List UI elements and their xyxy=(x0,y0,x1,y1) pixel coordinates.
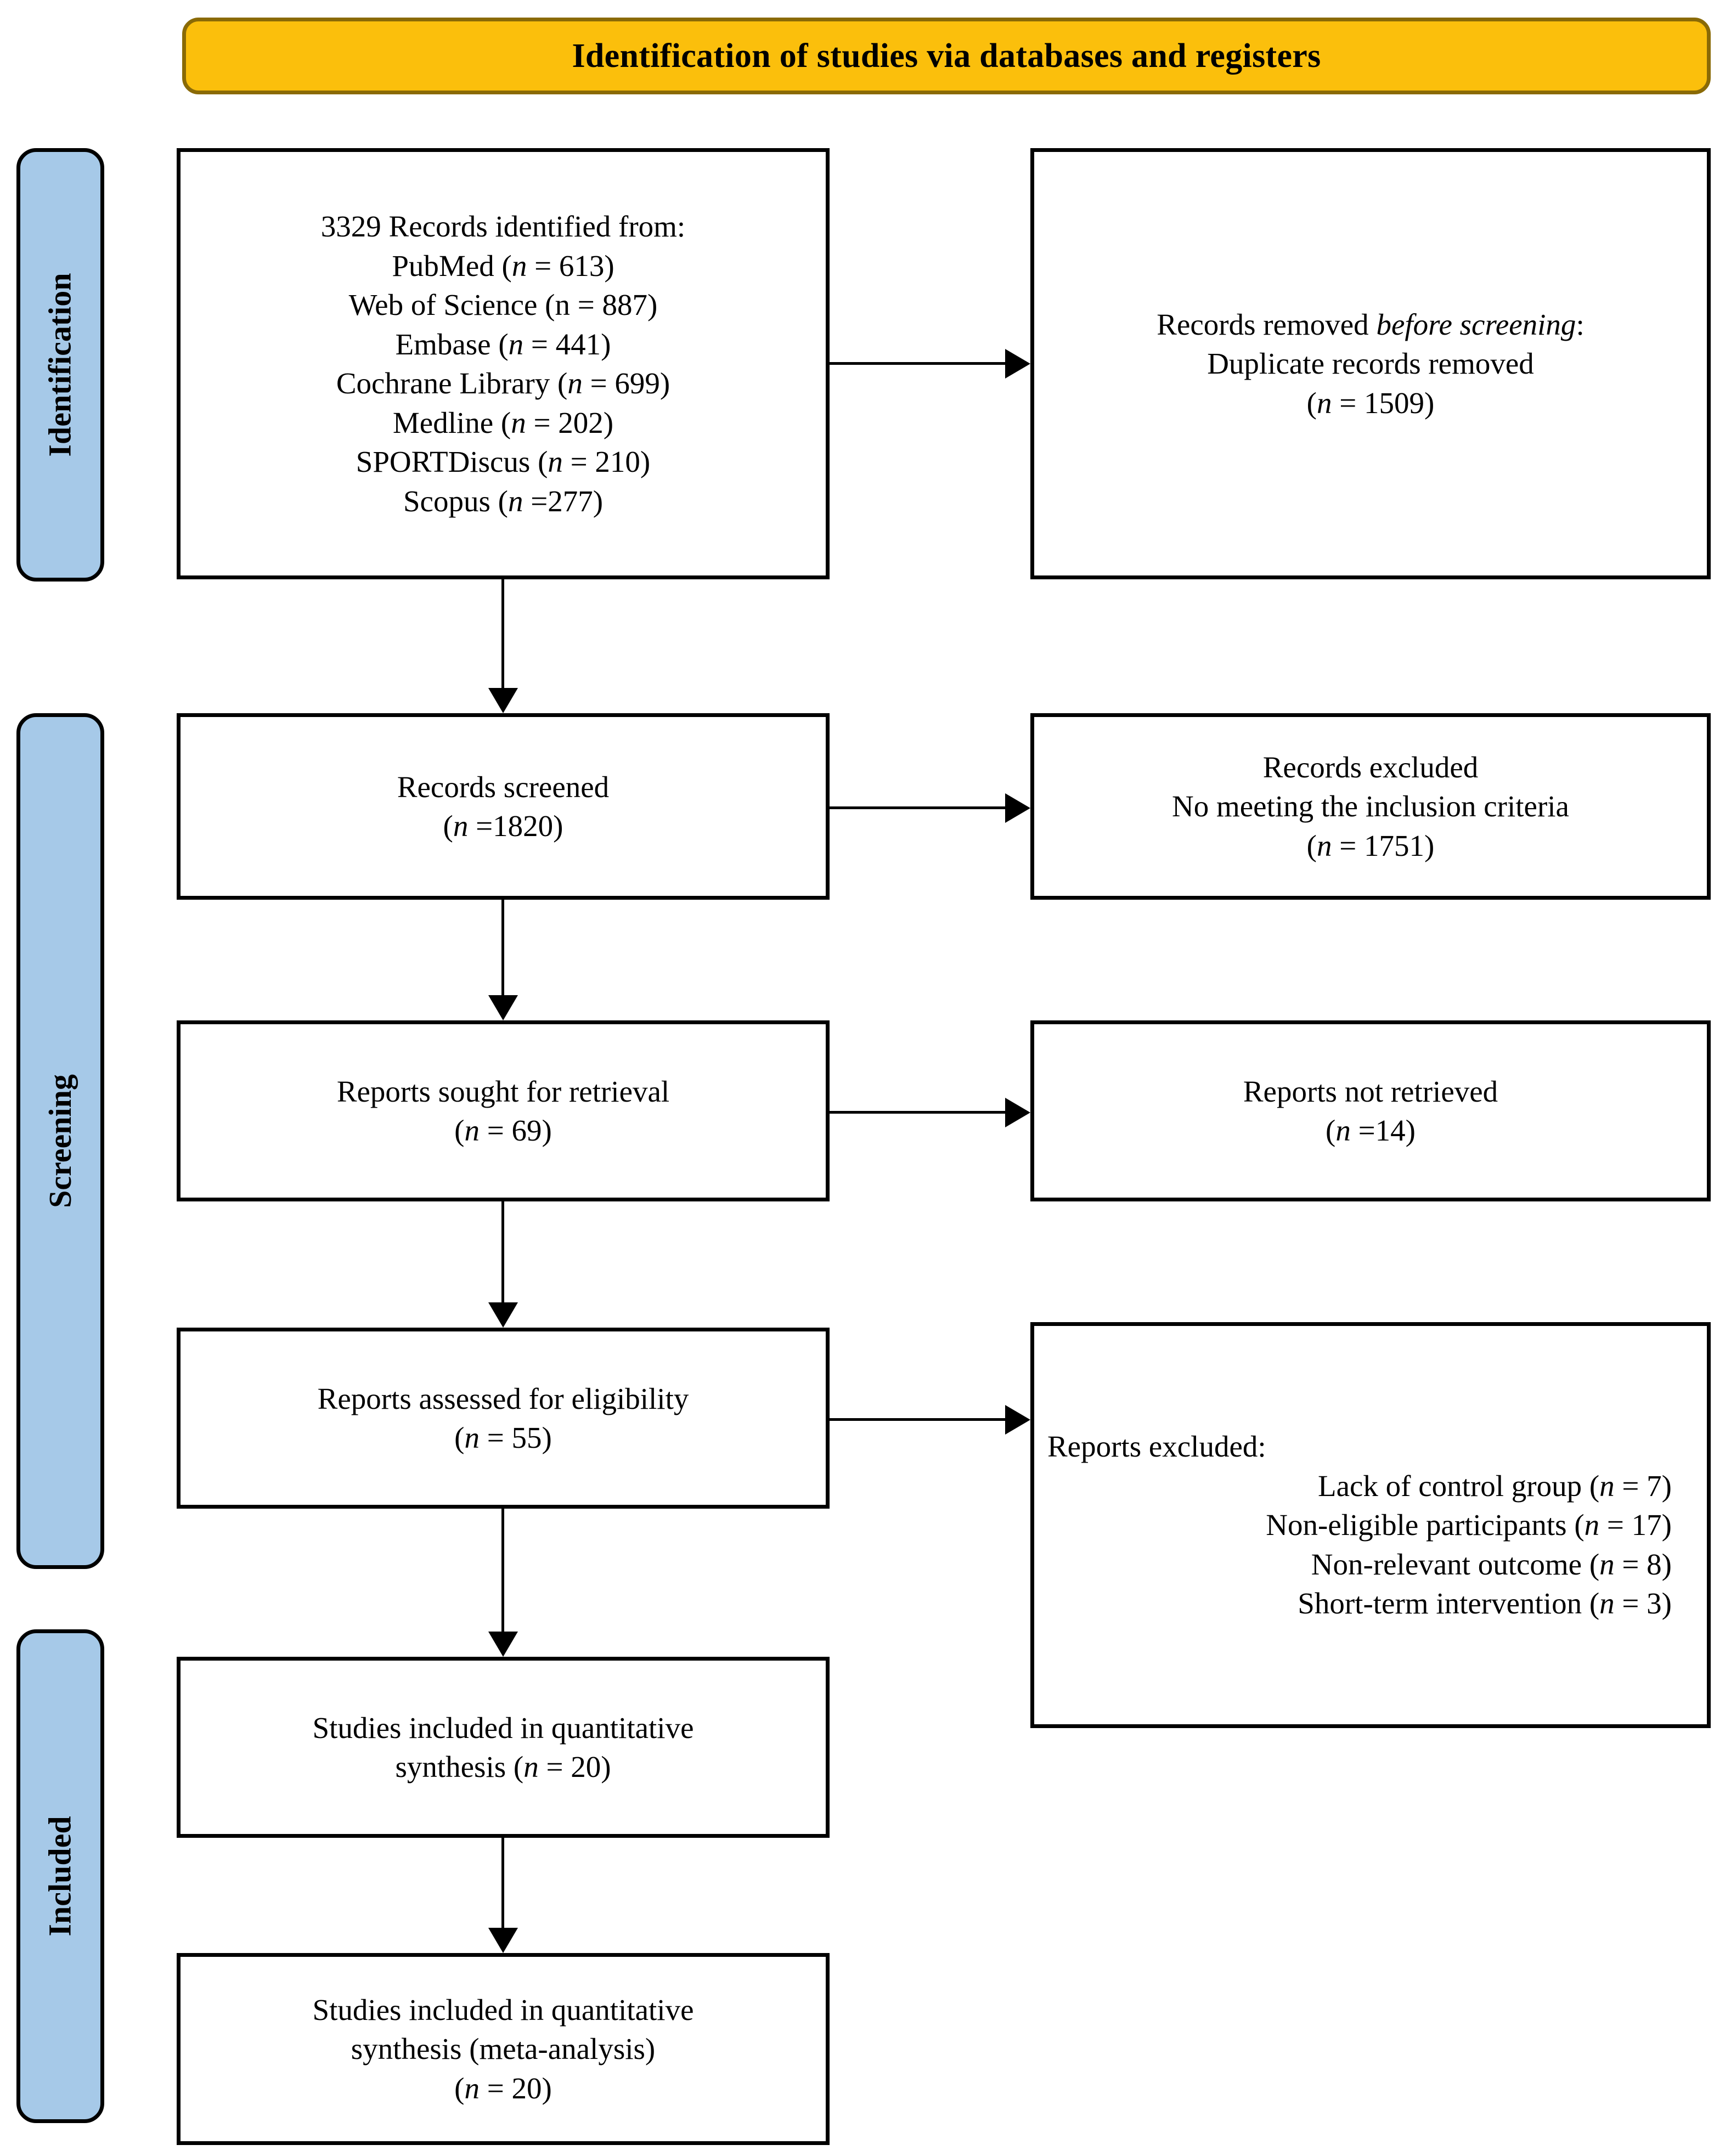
records-excluded-reason: No meeting the inclusion criteria xyxy=(1172,789,1569,823)
records-removed-detail: Duplicate records removed xyxy=(1207,347,1534,381)
box-records-screened: Records screened (n =1820) xyxy=(177,713,830,900)
box-reports-assessed: Reports assessed for eligibility (n = 55… xyxy=(177,1328,830,1509)
stage-bar-included: Included xyxy=(16,1629,104,2123)
studies-meta-label-2: synthesis (meta-analysis) xyxy=(351,2032,656,2066)
connector-included-to-meta xyxy=(501,1838,504,1928)
source-embase: Embase (n = 441) xyxy=(395,327,611,361)
connector-screened-to-sought xyxy=(501,900,504,995)
records-excluded-label: Records excluded xyxy=(1262,750,1479,784)
reports-sought-label: Reports sought for retrieval xyxy=(336,1074,670,1108)
studies-quantitative-label: Studies included in quantitative xyxy=(312,1711,694,1745)
source-sportdiscus: SPORTDiscus (n = 210) xyxy=(356,445,651,478)
exclusion-reason-short-term-intervention: Short-term intervention (n = 3) xyxy=(1298,1587,1672,1621)
arrowhead-screened-to-excluded xyxy=(1005,793,1030,823)
page-title: Identification of studies via databases … xyxy=(572,37,1321,75)
exclusion-reason-non-eligible-participants: Non-eligible participants (n = 17) xyxy=(1266,1508,1672,1542)
box-reports-excluded: Reports excluded: Lack of control group … xyxy=(1030,1322,1711,1728)
arrowhead-assessed-to-included xyxy=(488,1632,518,1657)
reports-excluded-heading: Reports excluded: xyxy=(1047,1430,1266,1464)
reports-not-retrieved-count: (n =14) xyxy=(1326,1114,1416,1147)
stage-label-screening: Screening xyxy=(42,1074,78,1208)
reports-not-retrieved-label: Reports not retrieved xyxy=(1243,1074,1498,1108)
connector-assessed-to-reports-excluded xyxy=(830,1418,1005,1421)
connector-assessed-to-included xyxy=(501,1509,504,1632)
stage-label-identification: Identification xyxy=(42,273,78,457)
reports-assessed-count: (n = 55) xyxy=(454,1421,552,1454)
diagram-header-banner: Identification of studies via databases … xyxy=(182,18,1711,94)
connector-screened-to-excluded xyxy=(830,806,1005,809)
stage-bar-screening: Screening xyxy=(16,713,104,1569)
source-cochrane-library: Cochrane Library (n = 699) xyxy=(336,366,670,400)
box-records-identified: 3329 Records identified from: PubMed (n … xyxy=(177,148,830,579)
source-scopus: Scopus (n =277) xyxy=(403,484,604,518)
stage-label-included: Included xyxy=(42,1816,78,1937)
records-screened-label: Records screened xyxy=(397,770,610,804)
studies-meta-label-1: Studies included in quantitative xyxy=(312,1993,694,2027)
studies-meta-count: (n = 20) xyxy=(454,2071,552,2105)
records-screened-count: (n =1820) xyxy=(443,809,563,843)
records-identified-heading: 3329 Records identified from: xyxy=(320,210,686,243)
source-web-of-science: Web of Science (n = 887) xyxy=(348,288,658,321)
connector-identified-to-removed xyxy=(830,362,1005,365)
arrowhead-sought-to-assessed xyxy=(488,1302,518,1328)
box-records-removed: Records removed before screening: Duplic… xyxy=(1030,148,1711,579)
arrowhead-included-to-meta xyxy=(488,1928,518,1953)
connector-identified-to-screened xyxy=(501,579,504,688)
box-reports-sought: Reports sought for retrieval (n = 69) xyxy=(177,1020,830,1201)
source-medline: Medline (n = 202) xyxy=(392,405,614,439)
stage-bar-identification: Identification xyxy=(16,148,104,582)
arrowhead-assessed-to-reports-excluded xyxy=(1005,1405,1030,1435)
records-removed-heading: Records removed before screening: xyxy=(1157,307,1585,341)
arrowhead-sought-to-not-retrieved xyxy=(1005,1098,1030,1127)
arrowhead-screened-to-sought xyxy=(488,995,518,1020)
arrowhead-identified-to-removed xyxy=(1005,349,1030,379)
box-studies-quantitative-synthesis: Studies included in quantitative synthes… xyxy=(177,1657,830,1838)
connector-sought-to-assessed xyxy=(501,1201,504,1302)
arrowhead-identified-to-screened xyxy=(488,688,518,713)
studies-quantitative-count: synthesis (n = 20) xyxy=(395,1750,611,1784)
box-studies-meta-analysis: Studies included in quantitative synthes… xyxy=(177,1953,830,2145)
reports-assessed-label: Reports assessed for eligibility xyxy=(317,1381,689,1415)
reports-sought-count: (n = 69) xyxy=(454,1114,552,1147)
box-records-excluded: Records excluded No meeting the inclusio… xyxy=(1030,713,1711,900)
exclusion-reason-lack-of-control-group: Lack of control group (n = 7) xyxy=(1318,1469,1672,1503)
exclusion-reason-non-relevant-outcome: Non-relevant outcome (n = 8) xyxy=(1311,1547,1672,1581)
source-pubmed: PubMed (n = 613) xyxy=(392,249,614,283)
connector-sought-to-not-retrieved xyxy=(830,1111,1005,1114)
box-reports-not-retrieved: Reports not retrieved (n =14) xyxy=(1030,1020,1711,1201)
records-excluded-count: (n = 1751) xyxy=(1306,828,1435,862)
records-removed-count: (n = 1509) xyxy=(1306,386,1435,420)
